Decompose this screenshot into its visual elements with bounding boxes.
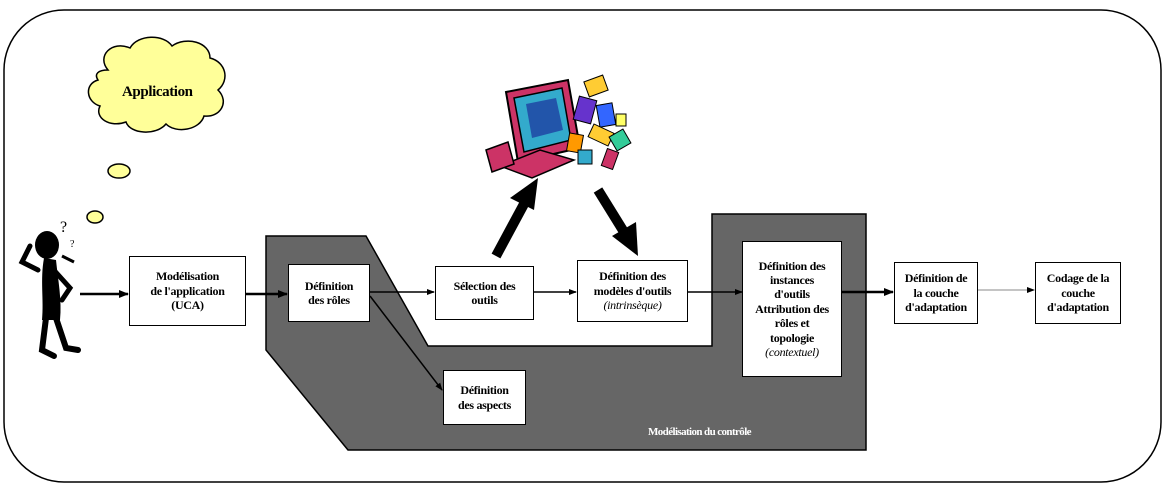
box-definition-modeles: Définition des modèles d'outils (intrins… — [577, 260, 688, 322]
box-definition-roles: Définition des rôles — [288, 264, 370, 322]
box-line: de l'application — [150, 283, 225, 298]
box-line: Sélection des — [453, 278, 516, 293]
computer-tools-clipart-icon — [485, 74, 632, 179]
box-codage-couche: Codage de la couche d'adaptation — [1035, 262, 1121, 324]
box-italic-line: (contextuel) — [765, 344, 819, 359]
box-line: Définition des — [758, 258, 826, 273]
box-italic-line: (intrinsèque) — [603, 298, 662, 313]
box-definition-instances: Définition des instances d'outils Attrib… — [742, 241, 842, 377]
box-line: Modélisation — [155, 269, 220, 284]
box-line: des aspects — [457, 397, 512, 412]
svg-text:?: ? — [60, 219, 67, 236]
cloud-label: Application — [122, 84, 193, 100]
box-line: rôles et — [774, 316, 810, 331]
box-line: modèles d'outils — [593, 283, 672, 298]
arrow-computer-to-modeles — [593, 187, 638, 256]
outer-frame — [3, 9, 1162, 483]
control-zone — [265, 213, 867, 451]
box-line: d'adaptation — [905, 300, 967, 315]
box-line: d'outils — [774, 287, 810, 302]
thought-cloud — [86, 36, 226, 224]
box-line: outils — [471, 293, 498, 307]
svg-text:?: ? — [70, 239, 75, 250]
box-line: Codage de la — [1046, 271, 1110, 286]
box-line: Définition — [304, 278, 354, 293]
box-selection-outils: Sélection des outils — [435, 266, 534, 320]
thinking-person-icon: ? ? — [18, 219, 81, 359]
box-definition-aspects: Définition des aspects — [443, 370, 526, 425]
arrow-selection-to-computer — [491, 178, 538, 259]
box-definition-couche: Définition de la couche d'adaptation — [894, 262, 978, 324]
control-zone-label: Modélisation du contrôle — [648, 426, 752, 438]
box-line: Attribution des — [755, 301, 829, 316]
box-line: couche — [1061, 285, 1095, 300]
arrow-roles-to-aspects — [369, 295, 443, 391]
box-line: Définition des — [599, 269, 666, 284]
box-line: d'adaptation — [1047, 300, 1109, 315]
box-line: (UCA) — [171, 298, 204, 313]
box-line: instances — [770, 273, 814, 288]
box-line: Définition de — [904, 271, 968, 286]
box-line: la couche — [913, 285, 959, 300]
box-line: Définition — [460, 383, 509, 398]
box-line: topologie — [770, 330, 814, 345]
box-line: des rôles — [308, 293, 350, 307]
box-modelisation-application: Modélisation de l'application (UCA) — [129, 256, 246, 326]
